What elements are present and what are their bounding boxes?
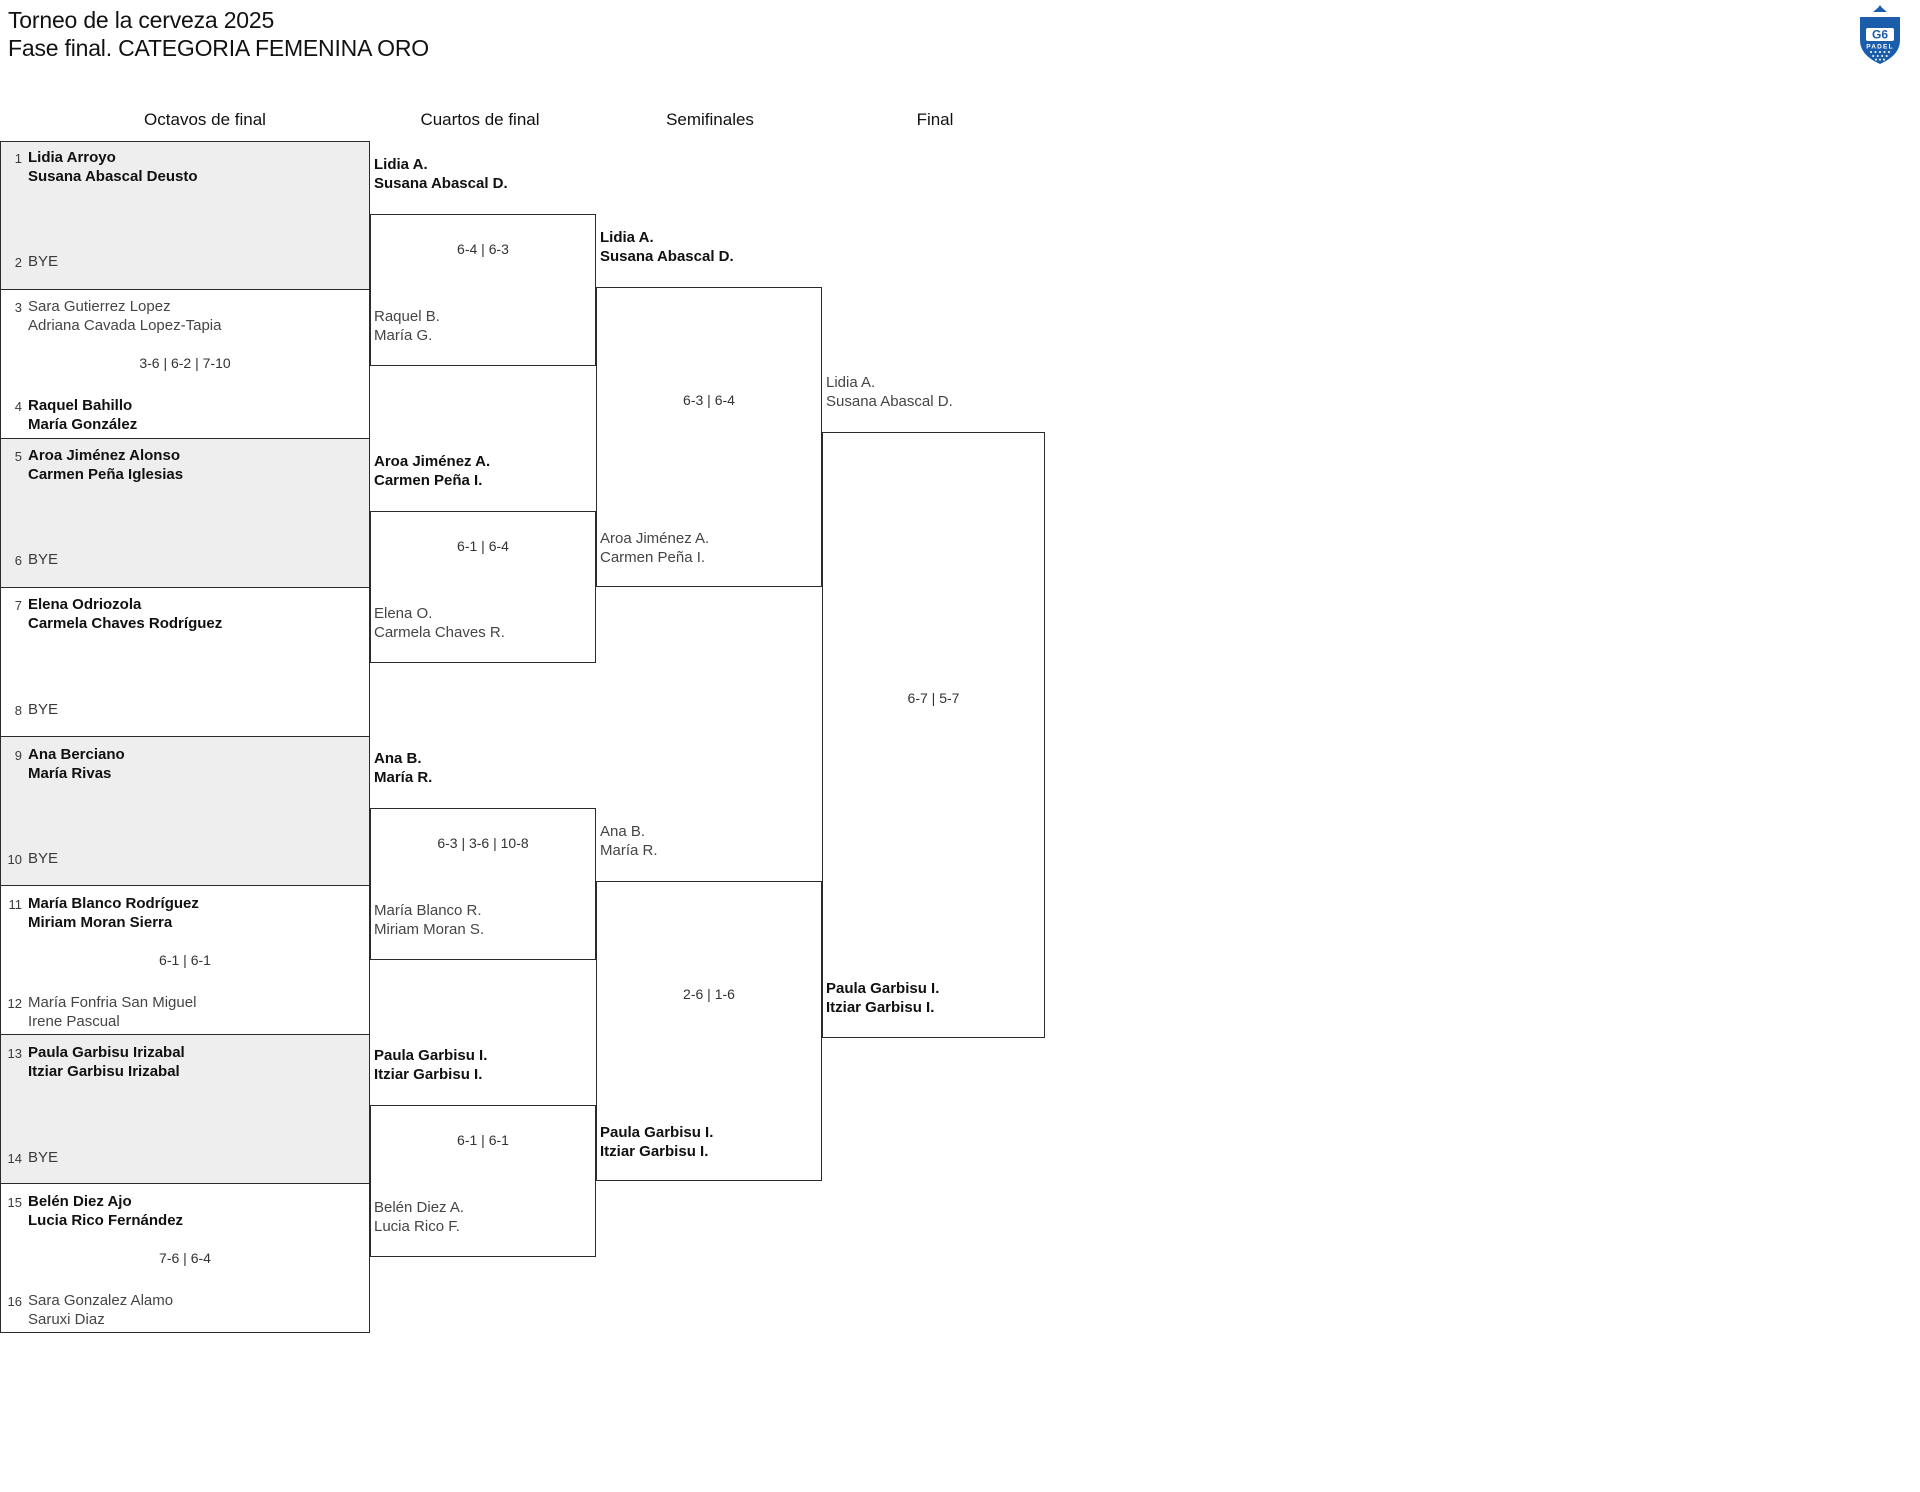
qf-team-advancing: Aroa Jiménez A.Carmen Peña I. [374, 453, 491, 489]
round-header-semifinales: Semifinales [666, 110, 754, 129]
sf-team-advancing: Lidia A.Susana Abascal D. [600, 229, 734, 265]
qf-team-advancing: Ana B.María R. [374, 750, 433, 786]
seed-number: 11 [8, 897, 23, 912]
seed-number: 1 [14, 151, 22, 166]
qf-connector-box [370, 214, 596, 366]
qf-team-advancing: Paula Garbisu I.Itziar Garbisu I. [374, 1047, 488, 1083]
r16-score: 3-6 | 6-2 | 7-10 [139, 355, 231, 371]
qf-score: 6-1 | 6-1 [457, 1132, 509, 1148]
seed-number: 3 [14, 300, 22, 315]
sf-team-eliminated: Aroa Jiménez A.Carmen Peña I. [600, 530, 710, 566]
r16-match-block [0, 886, 370, 1035]
g6-padel-logo: G6 PADEL [1851, 4, 1909, 66]
seed-number: 5 [14, 449, 22, 464]
final-connector-box [822, 432, 1045, 1038]
svg-text:G6: G6 [1872, 28, 1888, 42]
qf-team-advancing: Lidia A.Susana Abascal D. [374, 156, 508, 192]
team-names: BYE [28, 253, 59, 270]
tournament-subtitle: Fase final. CATEGORIA FEMENINA ORO [8, 35, 429, 61]
qf-team-eliminated: María Blanco R.Miriam Moran S. [374, 902, 485, 938]
final-team-champion: Paula Garbisu I.Itziar Garbisu I. [826, 980, 940, 1016]
r16-slot: 8 BYE [0, 700, 370, 719]
r16-slot: 10 BYE [0, 849, 370, 868]
r16-match-block [0, 1184, 370, 1333]
seed-number: 12 [7, 996, 22, 1011]
svg-text:PADEL: PADEL [1866, 44, 1894, 51]
sf-connector-box [596, 881, 822, 1181]
qf-team-eliminated: Belén Diez A.Lucia Rico F. [374, 1199, 465, 1235]
r16-match-block [0, 439, 370, 588]
page-title: Torneo de la cerveza 2025 Fase final. CA… [8, 6, 429, 62]
r16-match-block [0, 1035, 370, 1184]
r16-match-block [0, 737, 370, 886]
team-names: BYE [28, 701, 59, 718]
r16-match-block [0, 290, 370, 439]
qf-connector-box [370, 808, 596, 960]
qf-team-eliminated: Raquel B.María G. [374, 308, 440, 344]
sf-team-advancing: Paula Garbisu I.Itziar Garbisu I. [600, 1124, 714, 1160]
seed-number: 16 [7, 1294, 22, 1309]
qf-score: 6-3 | 3-6 | 10-8 [437, 835, 529, 851]
tournament-title: Torneo de la cerveza 2025 [8, 7, 275, 33]
seed-number: 9 [14, 748, 22, 763]
seed-number: 15 [7, 1195, 22, 1210]
shield-icon: G6 PADEL [1860, 5, 1900, 64]
qf-connector-box [370, 1105, 596, 1257]
seed-number: 6 [14, 553, 22, 568]
qf-connector-box [370, 511, 596, 663]
sf-score: 2-6 | 1-6 [683, 986, 735, 1002]
qf-score: 6-4 | 6-3 [457, 241, 509, 257]
team-names: BYE [28, 551, 59, 568]
r16-score: 6-1 | 6-1 [159, 952, 211, 968]
sf-connector-box [596, 287, 822, 587]
r16-slot: 2 BYE [0, 252, 370, 271]
seed-number: 10 [7, 852, 22, 867]
seed-number: 13 [7, 1046, 22, 1061]
seed-number: 14 [7, 1151, 22, 1166]
r16-match-block [0, 141, 370, 290]
seed-number: 4 [14, 399, 22, 414]
r16-slot: 6 BYE [0, 550, 370, 569]
final-team-runnerup: Lidia A.Susana Abascal D. [826, 374, 953, 410]
round-header-cuartos: Cuartos de final [420, 110, 540, 129]
qf-score: 6-1 | 6-4 [457, 538, 509, 554]
seed-number: 8 [14, 703, 22, 718]
team-names: BYE [28, 1149, 59, 1166]
qf-team-eliminated: Elena O.Carmela Chaves R. [374, 605, 505, 641]
r16-score: 7-6 | 6-4 [159, 1250, 211, 1266]
r16-match-block [0, 588, 370, 737]
sf-score: 6-3 | 6-4 [683, 392, 735, 408]
sf-team-eliminated: Ana B.María R. [600, 823, 658, 859]
seed-number: 2 [14, 255, 22, 270]
r16-slot: 14 BYE [0, 1148, 370, 1167]
final-score: 6-7 | 5-7 [907, 690, 960, 706]
team-names: BYE [28, 850, 59, 867]
seed-number: 7 [14, 598, 22, 613]
round-header-final: Final [916, 110, 954, 129]
round-header-octavos: Octavos de final [144, 110, 266, 129]
